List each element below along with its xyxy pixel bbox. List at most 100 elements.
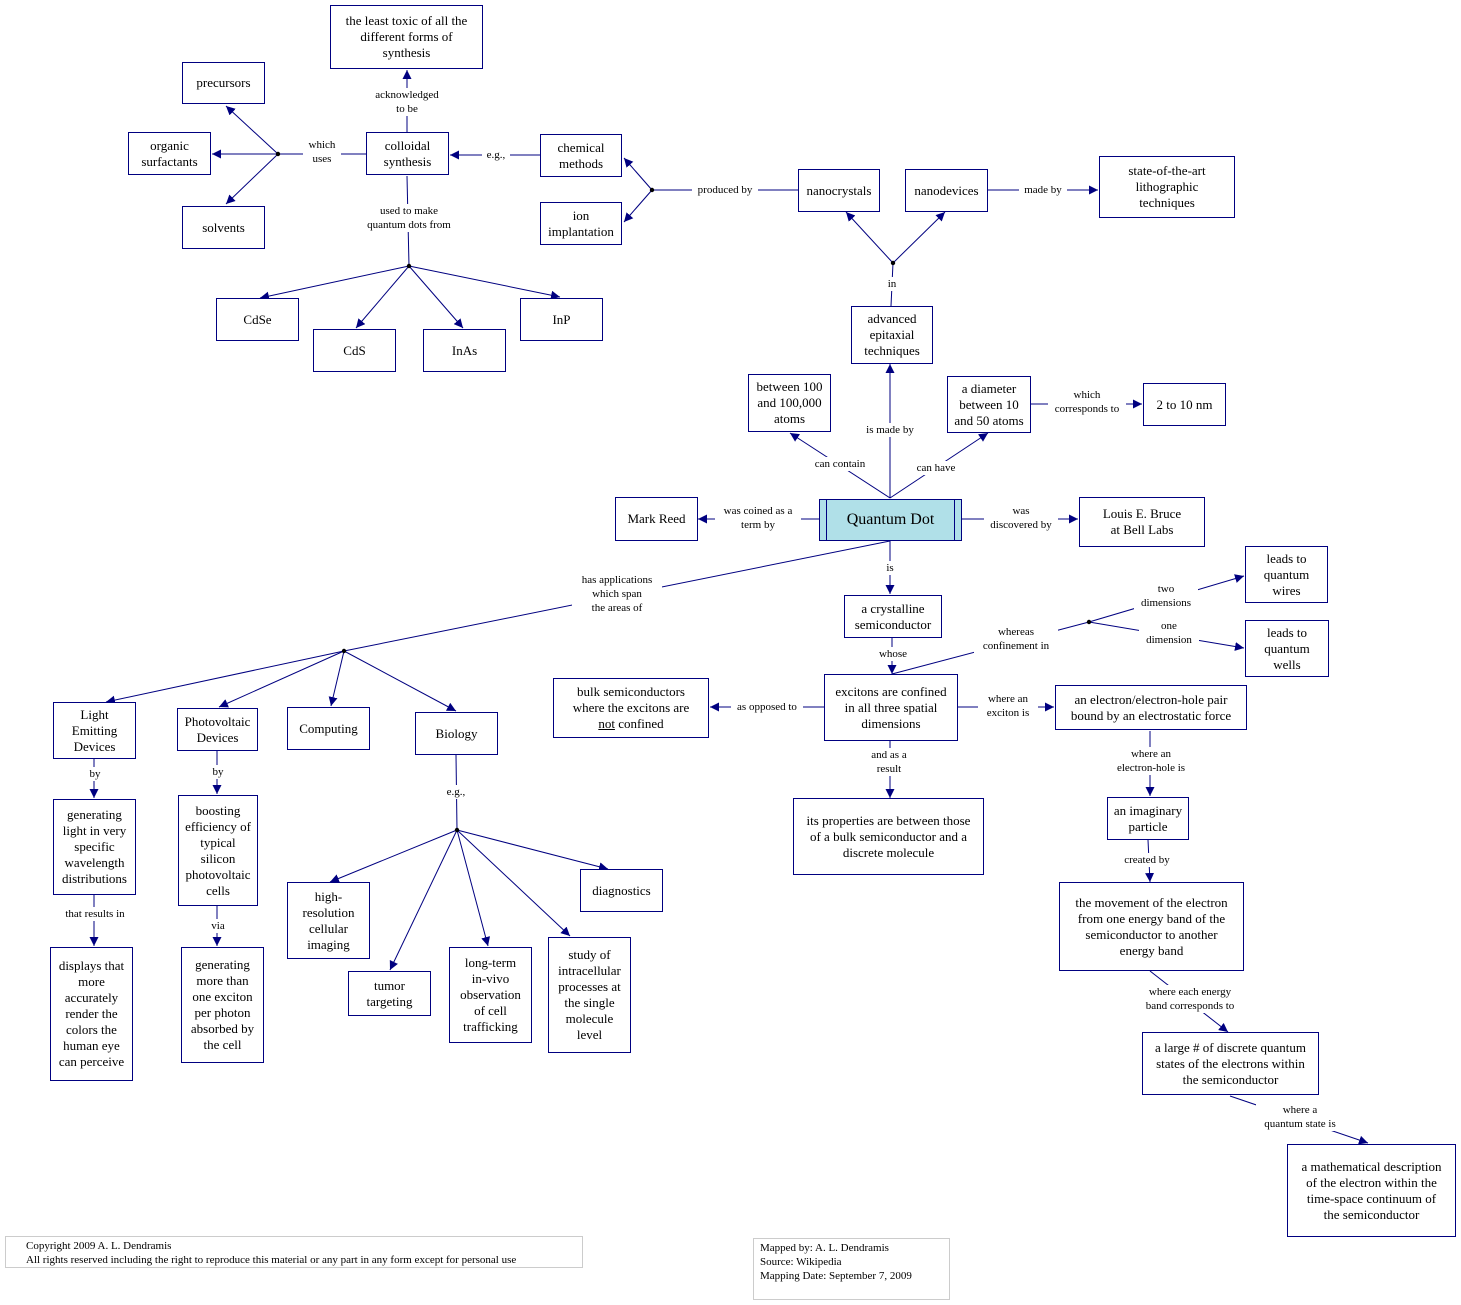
concept-inas[interactable]: InAs — [423, 329, 506, 372]
node-label: a large # of discrete quantum states of … — [1154, 1039, 1306, 1087]
concept-cdse[interactable]: CdSe — [216, 298, 299, 341]
concept-size-nm[interactable]: 2 to 10 nm — [1143, 383, 1226, 426]
link-is-made-by: is made by — [860, 423, 920, 437]
link-which-corresponds: which corresponds to — [1048, 388, 1126, 416]
node-label: a mathematical description of the electr… — [1301, 1158, 1442, 1222]
concept-bulk-semiconductors[interactable]: bulk semiconductors where the excitons a… — [553, 678, 709, 738]
node-label-part: bulk semiconductors where the excitons a… — [572, 684, 690, 715]
concept-quantum-wells[interactable]: leads to quantum wells — [1245, 620, 1329, 677]
node-label: leads to quantum wires — [1263, 550, 1310, 598]
link-was-discovered: was discovered by — [984, 504, 1058, 532]
link-and-as-result: and as a result — [864, 748, 914, 776]
node-label: organic surfactants — [141, 137, 198, 169]
concept-discrete-states[interactable]: a large # of discrete quantum states of … — [1142, 1032, 1319, 1095]
mapping-credits: Mapped by: A. L. Dendramis Source: Wikip… — [753, 1238, 950, 1300]
node-label: Biology — [435, 725, 478, 741]
node-label: diagnostics — [592, 882, 651, 898]
link-eg-colloidal: e.g., — [482, 148, 510, 162]
copyright-notice: Copyright 2009 A. L. Dendramis All right… — [5, 1236, 583, 1268]
link-can-have: can have — [910, 461, 962, 475]
node-label-part: confined — [614, 716, 664, 731]
link-used-to-make: used to make quantum dots from — [356, 204, 462, 232]
node-label: Computing — [299, 720, 358, 736]
concept-light-emitting-devices[interactable]: Light Emitting Devices — [53, 702, 136, 759]
link-whereas-confinement: whereas confinement in — [974, 625, 1058, 653]
node-label: advanced epitaxial techniques — [864, 311, 920, 358]
concept-quantum-wires[interactable]: leads to quantum wires — [1245, 546, 1328, 603]
node-label: ion implantation — [548, 207, 614, 239]
concept-cell-trafficking[interactable]: long-term in-vivo observation of cell tr… — [449, 947, 532, 1043]
node-label: chemical methods — [557, 139, 605, 171]
concept-imaginary-particle[interactable]: an imaginary particle — [1107, 797, 1189, 840]
concept-tumor-targeting[interactable]: tumor targeting — [348, 971, 431, 1016]
node-label: precursors — [196, 75, 251, 90]
concept-lithographic-techniques[interactable]: state-of-the-art lithographic techniques — [1099, 156, 1235, 218]
concept-epitaxial-techniques[interactable]: advanced epitaxial techniques — [851, 306, 933, 364]
concept-inp[interactable]: InP — [520, 298, 603, 341]
node-label-emphasis: not — [598, 716, 615, 731]
concept-diagnostics[interactable]: diagnostics — [580, 869, 663, 912]
node-label: bulk semiconductors where the excitons a… — [573, 684, 690, 732]
node-label: between 100 and 100,000 atoms — [756, 379, 823, 426]
concept-intracellular[interactable]: study of intracellular processes at the … — [548, 937, 631, 1053]
concept-mark-reed[interactable]: Mark Reed — [615, 497, 698, 541]
concept-organic-surfactants[interactable]: organic surfactants — [128, 132, 211, 175]
concept-colloidal-synthesis[interactable]: colloidal synthesis — [366, 132, 449, 175]
concept-crystalline-semiconductor[interactable]: a crystalline semiconductor — [844, 595, 942, 638]
node-label: boosting efficiency of typical silicon p… — [185, 802, 251, 898]
link-acknowledged: acknowledged to be — [368, 88, 446, 116]
link-in: in — [883, 277, 901, 291]
link-where-exciton: where an exciton is — [978, 692, 1038, 720]
concept-excitons-confined[interactable]: excitons are confined in all three spati… — [824, 674, 958, 741]
concept-properties[interactable]: its properties are between those of a bu… — [793, 798, 984, 875]
node-label: an electron/electron-hole pair bound by … — [1070, 691, 1232, 723]
concept-generating-exciton[interactable]: generating more than one exciton per pho… — [181, 947, 264, 1063]
concept-quantum-dot[interactable]: Quantum Dot — [819, 499, 962, 541]
node-label: nanodevices — [914, 182, 979, 198]
concept-diameter[interactable]: a diameter between 10 and 50 atoms — [947, 376, 1031, 433]
concept-displays[interactable]: displays that more accurately render the… — [50, 947, 133, 1081]
concept-least-toxic[interactable]: the least toxic of all the different for… — [330, 5, 483, 69]
concept-biology[interactable]: Biology — [415, 712, 498, 755]
concept-computing[interactable]: Computing — [287, 707, 370, 750]
concept-louis-bruce[interactable]: Louis E. Bruce at Bell Labs — [1079, 497, 1205, 547]
node-label: tumor targeting — [366, 977, 413, 1009]
node-label: CdSe — [243, 311, 272, 327]
link-was-coined: was coined as a term by — [715, 504, 801, 532]
concept-math-description[interactable]: a mathematical description of the electr… — [1287, 1144, 1456, 1237]
node-label: leads to quantum wells — [1264, 624, 1310, 672]
node-label: solvents — [202, 219, 245, 235]
link-one-dimension: one dimension — [1139, 619, 1199, 647]
concept-ion-implantation[interactable]: ion implantation — [540, 202, 622, 245]
concept-precursors[interactable]: precursors — [182, 62, 265, 104]
concept-photovoltaic-devices[interactable]: Photovoltaic Devices — [177, 708, 258, 751]
concept-cds[interactable]: CdS — [313, 329, 396, 372]
concept-electron-movement[interactable]: the movement of the electron from one en… — [1059, 882, 1244, 971]
node-label: CdS — [343, 342, 366, 358]
node-label: the movement of the electron from one en… — [1075, 894, 1228, 958]
concept-electron-hole-pair[interactable]: an electron/electron-hole pair bound by … — [1055, 685, 1247, 730]
node-label: study of intracellular processes at the … — [558, 947, 621, 1042]
link-that-results: that results in — [56, 907, 134, 921]
concept-nanodevices[interactable]: nanodevices — [905, 169, 988, 212]
node-label: Mark Reed — [627, 511, 686, 526]
node-label: long-term in-vivo observation of cell tr… — [460, 955, 521, 1034]
concept-solvents[interactable]: solvents — [182, 206, 265, 249]
concept-generating-light[interactable]: generating light in very specific wavele… — [53, 799, 136, 895]
node-label: Louis E. Bruce at Bell Labs — [1102, 506, 1182, 537]
concept-atom-count[interactable]: between 100 and 100,000 atoms — [748, 374, 831, 432]
node-label: the least toxic of all the different for… — [345, 13, 468, 60]
concept-nanocrystals[interactable]: nanocrystals — [798, 169, 880, 212]
node-label: an imaginary particle — [1113, 802, 1183, 834]
node-label: a crystalline semiconductor — [854, 600, 932, 632]
node-label: colloidal synthesis — [383, 137, 432, 169]
node-label: high- resolution cellular imaging — [302, 888, 355, 952]
node-label: Light Emitting Devices — [71, 706, 118, 754]
link-where-quantum-state: where a quantum state is — [1256, 1103, 1344, 1131]
link-where-energy-band: where each energy band corresponds to — [1140, 985, 1240, 1013]
concept-boosting-efficiency[interactable]: boosting efficiency of typical silicon p… — [178, 795, 258, 906]
concept-cellular-imaging[interactable]: high- resolution cellular imaging — [287, 882, 370, 959]
node-label: InAs — [451, 342, 478, 358]
concept-chemical-methods[interactable]: chemical methods — [540, 134, 622, 177]
link-two-dimensions: two dimensions — [1134, 582, 1198, 610]
